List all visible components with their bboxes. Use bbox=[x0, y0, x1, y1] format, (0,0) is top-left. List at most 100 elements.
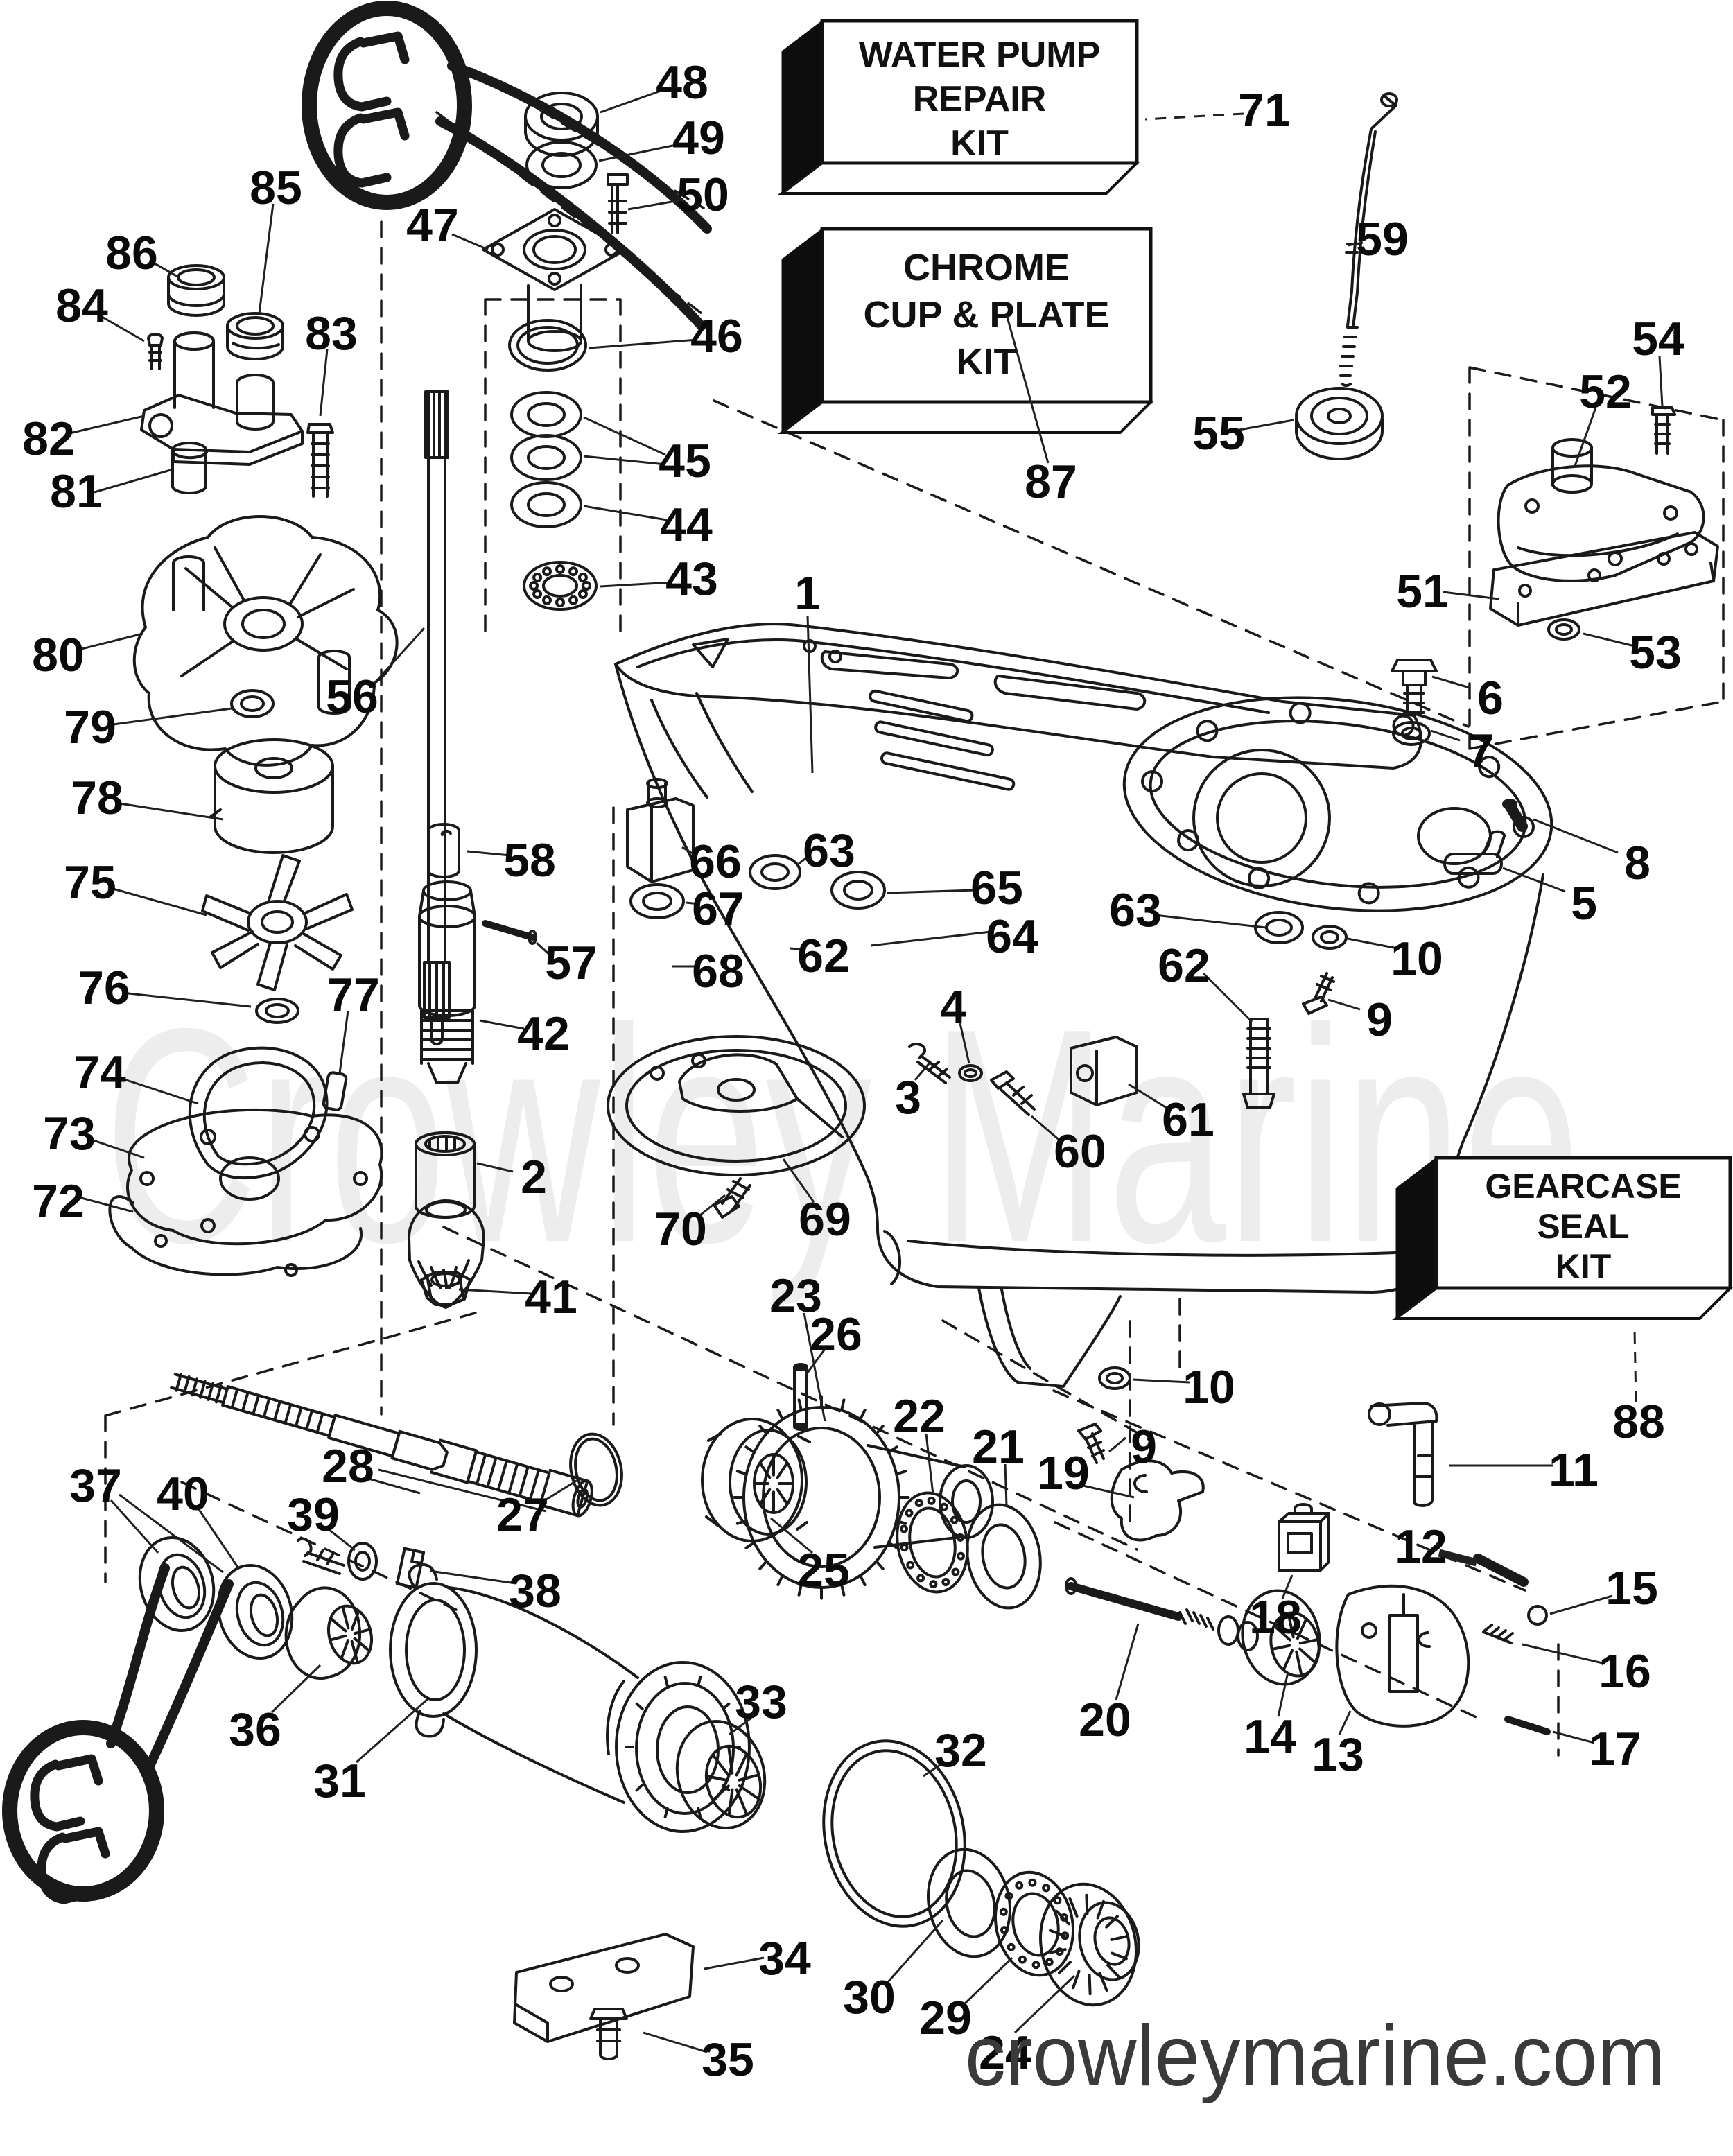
part-label-18[interactable]: 18 bbox=[1249, 1591, 1302, 1644]
part-label-36[interactable]: 36 bbox=[229, 1703, 281, 1756]
part-label-75[interactable]: 75 bbox=[64, 856, 116, 909]
part-label-6[interactable]: 6 bbox=[1477, 672, 1504, 724]
part-label-78[interactable]: 78 bbox=[71, 772, 123, 824]
part-label-63[interactable]: 63 bbox=[803, 824, 855, 877]
part-label-45[interactable]: 45 bbox=[659, 435, 711, 487]
part-label-55[interactable]: 55 bbox=[1192, 407, 1245, 460]
part-label-39[interactable]: 39 bbox=[287, 1488, 340, 1541]
part-label-56[interactable]: 56 bbox=[326, 670, 378, 723]
part-label-22[interactable]: 22 bbox=[893, 1390, 946, 1443]
part-label-13[interactable]: 13 bbox=[1312, 1728, 1364, 1781]
part-label-66[interactable]: 66 bbox=[689, 835, 742, 888]
part-label-38[interactable]: 38 bbox=[509, 1565, 561, 1617]
part-label-40[interactable]: 40 bbox=[157, 1468, 209, 1520]
part-label-20[interactable]: 20 bbox=[1079, 1694, 1131, 1746]
part-label-47[interactable]: 47 bbox=[406, 199, 459, 252]
part-label-86[interactable]: 86 bbox=[105, 227, 158, 279]
part-label-70[interactable]: 70 bbox=[654, 1203, 707, 1255]
water-pump-column bbox=[108, 515, 399, 1277]
ring-tick bbox=[758, 1559, 768, 1570]
part-label-69[interactable]: 69 bbox=[799, 1193, 851, 1246]
part-label-19[interactable]: 19 bbox=[1037, 1447, 1090, 1499]
part-label-7[interactable]: 7 bbox=[1468, 724, 1494, 777]
part-label-80[interactable]: 80 bbox=[32, 629, 85, 681]
part-label-62[interactable]: 62 bbox=[1158, 939, 1210, 992]
part-label-59[interactable]: 59 bbox=[1356, 213, 1409, 266]
part-label-49[interactable]: 49 bbox=[672, 112, 725, 164]
part-label-65[interactable]: 65 bbox=[970, 862, 1023, 914]
part-label-31[interactable]: 31 bbox=[313, 1755, 366, 1807]
part-label-12[interactable]: 12 bbox=[1395, 1520, 1447, 1573]
part-label-21[interactable]: 21 bbox=[972, 1420, 1025, 1473]
part-label-1[interactable]: 1 bbox=[794, 567, 821, 620]
part-label-58[interactable]: 58 bbox=[503, 834, 556, 887]
part-label-63[interactable]: 63 bbox=[1109, 884, 1162, 937]
part-label-81[interactable]: 81 bbox=[50, 465, 103, 518]
part-label-50[interactable]: 50 bbox=[677, 168, 729, 221]
part-label-10[interactable]: 10 bbox=[1183, 1361, 1235, 1414]
part-label-14[interactable]: 14 bbox=[1244, 1710, 1296, 1763]
part-label-53[interactable]: 53 bbox=[1629, 626, 1682, 679]
part-label-60[interactable]: 60 bbox=[1054, 1125, 1106, 1178]
part-label-35[interactable]: 35 bbox=[702, 2033, 754, 2086]
part-label-8[interactable]: 8 bbox=[1624, 837, 1651, 889]
part-label-29[interactable]: 29 bbox=[919, 1992, 972, 2044]
part-label-9[interactable]: 9 bbox=[1131, 1420, 1157, 1473]
part-label-30[interactable]: 30 bbox=[843, 1971, 896, 2024]
part-label-74[interactable]: 74 bbox=[73, 1046, 126, 1099]
part-label-5[interactable]: 5 bbox=[1571, 877, 1597, 930]
part-label-25[interactable]: 25 bbox=[797, 1544, 850, 1597]
part-label-88[interactable]: 88 bbox=[1612, 1396, 1665, 1448]
part-label-52[interactable]: 52 bbox=[1579, 365, 1632, 418]
part-label-68[interactable]: 68 bbox=[692, 945, 744, 998]
part-label-54[interactable]: 54 bbox=[1632, 313, 1684, 365]
part-label-34[interactable]: 34 bbox=[758, 1932, 811, 1985]
part-label-72[interactable]: 72 bbox=[32, 1175, 85, 1228]
part-label-3[interactable]: 3 bbox=[895, 1071, 921, 1124]
part-label-84[interactable]: 84 bbox=[55, 279, 108, 332]
part-label-17[interactable]: 17 bbox=[1589, 1723, 1641, 1775]
part-label-83[interactable]: 83 bbox=[305, 307, 358, 360]
leader-line-46 bbox=[589, 338, 698, 349]
part-label-76[interactable]: 76 bbox=[78, 962, 130, 1014]
part-label-77[interactable]: 77 bbox=[327, 968, 380, 1021]
leader-line-40 bbox=[197, 1508, 240, 1569]
part-label-28[interactable]: 28 bbox=[322, 1440, 374, 1493]
part-label-67[interactable]: 67 bbox=[692, 883, 744, 935]
part-label-27[interactable]: 27 bbox=[496, 1488, 549, 1541]
part-label-43[interactable]: 43 bbox=[665, 553, 718, 605]
part-label-33[interactable]: 33 bbox=[735, 1676, 787, 1728]
part-label-57[interactable]: 57 bbox=[545, 937, 598, 989]
part-label-2[interactable]: 2 bbox=[521, 1151, 547, 1203]
part-label-79[interactable]: 79 bbox=[64, 701, 116, 754]
part-label-24[interactable]: 24 bbox=[979, 2026, 1031, 2079]
part-label-71[interactable]: 71 bbox=[1238, 84, 1291, 137]
part-label-4[interactable]: 4 bbox=[940, 981, 966, 1034]
part-label-46[interactable]: 46 bbox=[690, 310, 743, 363]
part-label-41[interactable]: 41 bbox=[525, 1271, 577, 1323]
part-label-85[interactable]: 85 bbox=[250, 162, 302, 214]
part-label-48[interactable]: 48 bbox=[656, 56, 708, 109]
part-label-16[interactable]: 16 bbox=[1599, 1645, 1651, 1698]
part-label-82[interactable]: 82 bbox=[22, 412, 75, 465]
part-label-64[interactable]: 64 bbox=[986, 910, 1038, 963]
part-label-37[interactable]: 37 bbox=[69, 1459, 122, 1512]
leader-line-51 bbox=[1443, 591, 1499, 600]
part-label-42[interactable]: 42 bbox=[517, 1007, 570, 1060]
part-label-61[interactable]: 61 bbox=[1162, 1093, 1214, 1146]
part-label-51[interactable]: 51 bbox=[1396, 565, 1449, 618]
part-label-9[interactable]: 9 bbox=[1366, 993, 1393, 1046]
part-label-26[interactable]: 26 bbox=[810, 1308, 862, 1361]
part-label-62[interactable]: 62 bbox=[797, 930, 850, 982]
part-label-15[interactable]: 15 bbox=[1605, 1562, 1658, 1615]
part-label-87[interactable]: 87 bbox=[1025, 455, 1077, 508]
part-label-10[interactable]: 10 bbox=[1391, 932, 1443, 985]
part-label-44[interactable]: 44 bbox=[660, 498, 713, 551]
part-label-73[interactable]: 73 bbox=[43, 1107, 96, 1160]
part-label-11[interactable]: 11 bbox=[1549, 1444, 1599, 1497]
part-label-23[interactable]: 23 bbox=[769, 1269, 822, 1322]
part-label-32[interactable]: 32 bbox=[934, 1724, 987, 1777]
